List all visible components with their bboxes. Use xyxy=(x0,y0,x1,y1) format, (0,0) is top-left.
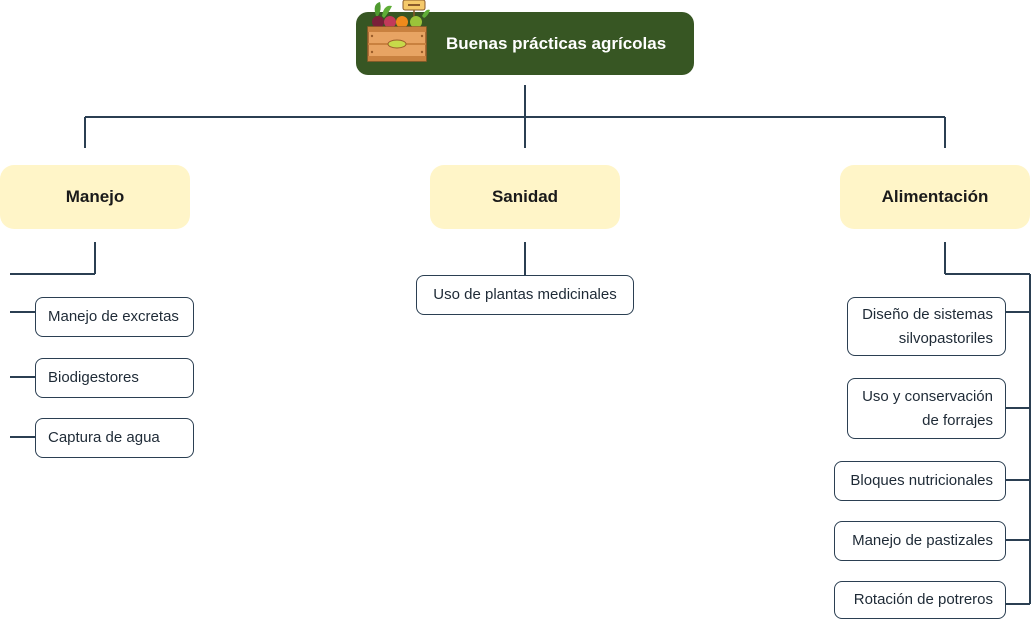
item-diseno-de-sistemas-silvopastoriles: Diseño de sistemas silvopastoriles xyxy=(847,297,1006,356)
item-rotacion-de-potreros: Rotación de potreros xyxy=(834,581,1006,619)
item-uso-de-plantas-medicinales: Uso de plantas medicinales xyxy=(416,275,634,315)
item-bloques-nutricionales: Bloques nutricionales xyxy=(834,461,1006,501)
category-alimentacion: Alimentación xyxy=(840,165,1030,229)
vegetable-crate-icon xyxy=(367,0,430,62)
category-sanidad: Sanidad xyxy=(430,165,620,229)
item-captura-de-agua: Captura de agua xyxy=(35,418,194,458)
item-uso-y-conservacion-de-forrajes: Uso y conservación de forrajes xyxy=(847,378,1006,439)
item-manejo-de-excretas: Manejo de excretas xyxy=(35,297,194,337)
item-biodigestores: Biodigestores xyxy=(35,358,194,398)
item-manejo-de-pastizales: Manejo de pastizales xyxy=(834,521,1006,561)
root-node: Buenas prácticas agrícolas xyxy=(356,0,694,75)
category-manejo: Manejo xyxy=(0,165,190,229)
root-title: Buenas prácticas agrícolas xyxy=(446,34,667,53)
